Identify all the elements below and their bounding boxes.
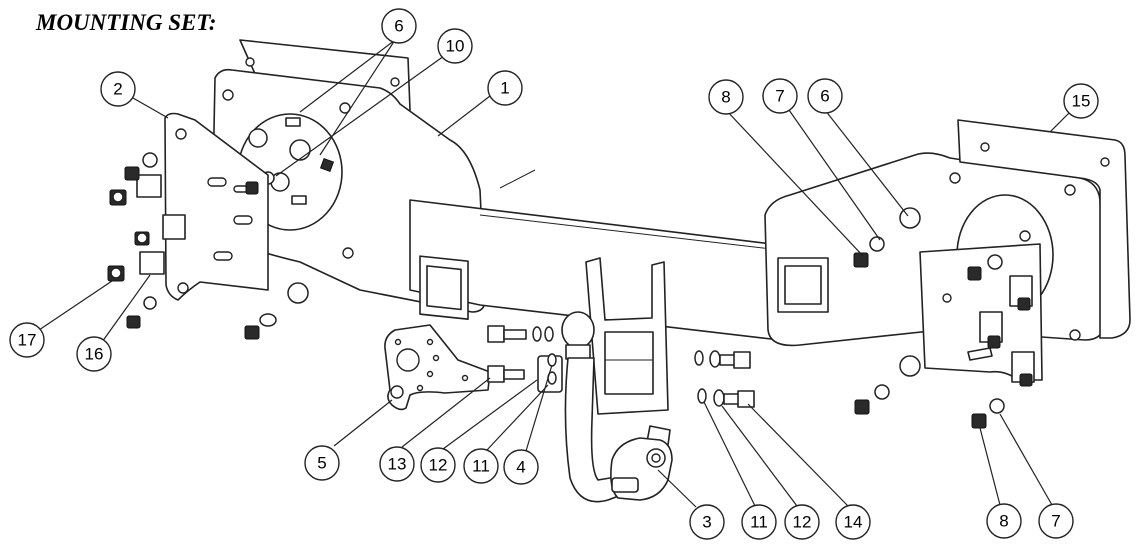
callout-label: 5 [317, 454, 326, 473]
tow-ball-assembly [537, 257, 673, 503]
callout-6-top-left: 6 [381, 8, 417, 44]
callout-label: 8 [721, 88, 730, 107]
callout-label: 11 [472, 457, 490, 476]
callout-3: 3 [689, 504, 725, 540]
callout-12-left: 12 [420, 447, 456, 483]
left-fixing-plate [107, 112, 269, 329]
callout-label: 16 [85, 345, 104, 364]
callout-label: 6 [394, 17, 403, 36]
callout-label: 6 [820, 87, 829, 106]
callout-label: 12 [429, 456, 448, 475]
callout-14: 14 [835, 504, 871, 540]
leader-lines [38, 39, 1071, 508]
callout-label: 4 [516, 458, 525, 477]
callout-1: 1 [487, 70, 523, 106]
callout-13: 13 [379, 446, 415, 482]
right-ball-bolts [694, 350, 755, 408]
callout-5: 5 [304, 445, 340, 481]
callout-label: 3 [702, 513, 711, 532]
callout-8-bottom-right: 8 [986, 503, 1022, 539]
callout-label: 14 [844, 513, 863, 532]
socket-plate [384, 324, 491, 411]
callout-label: 1 [500, 79, 509, 98]
callout-label: 12 [793, 513, 812, 532]
callout-4: 4 [503, 449, 539, 485]
left-bolt-stack [244, 282, 309, 340]
callout-15: 15 [1063, 83, 1099, 119]
diagram-title: MOUNTING SET: [36, 10, 217, 35]
callout-11-right: 11 [741, 504, 777, 540]
callout-label: 10 [446, 37, 465, 56]
right-fixing-plate [919, 194, 1054, 387]
callout-label: 11 [750, 513, 768, 532]
callout-6-top-right: 6 [807, 78, 843, 114]
callout-7-bottom-right: 7 [1038, 503, 1074, 539]
callout-2: 2 [100, 71, 136, 107]
callout-label: 13 [388, 455, 407, 474]
callout-7-top-right: 7 [762, 78, 798, 114]
callout-label: 8 [999, 512, 1008, 531]
callout-label: 17 [18, 331, 37, 350]
callout-12-right: 12 [784, 504, 820, 540]
callout-label: 15 [1072, 92, 1091, 111]
callout-label: 2 [113, 80, 122, 99]
callout-11-left: 11 [463, 448, 499, 484]
callout-16: 16 [76, 336, 112, 372]
callout-10: 10 [437, 28, 473, 64]
right-bolt-stacks [853, 207, 1005, 429]
callout-label: 7 [1051, 512, 1060, 531]
callout-8-top-right: 8 [708, 79, 744, 115]
callout-17: 17 [9, 322, 45, 358]
callout-label: 7 [775, 87, 784, 106]
upper-bolts [487, 325, 554, 383]
